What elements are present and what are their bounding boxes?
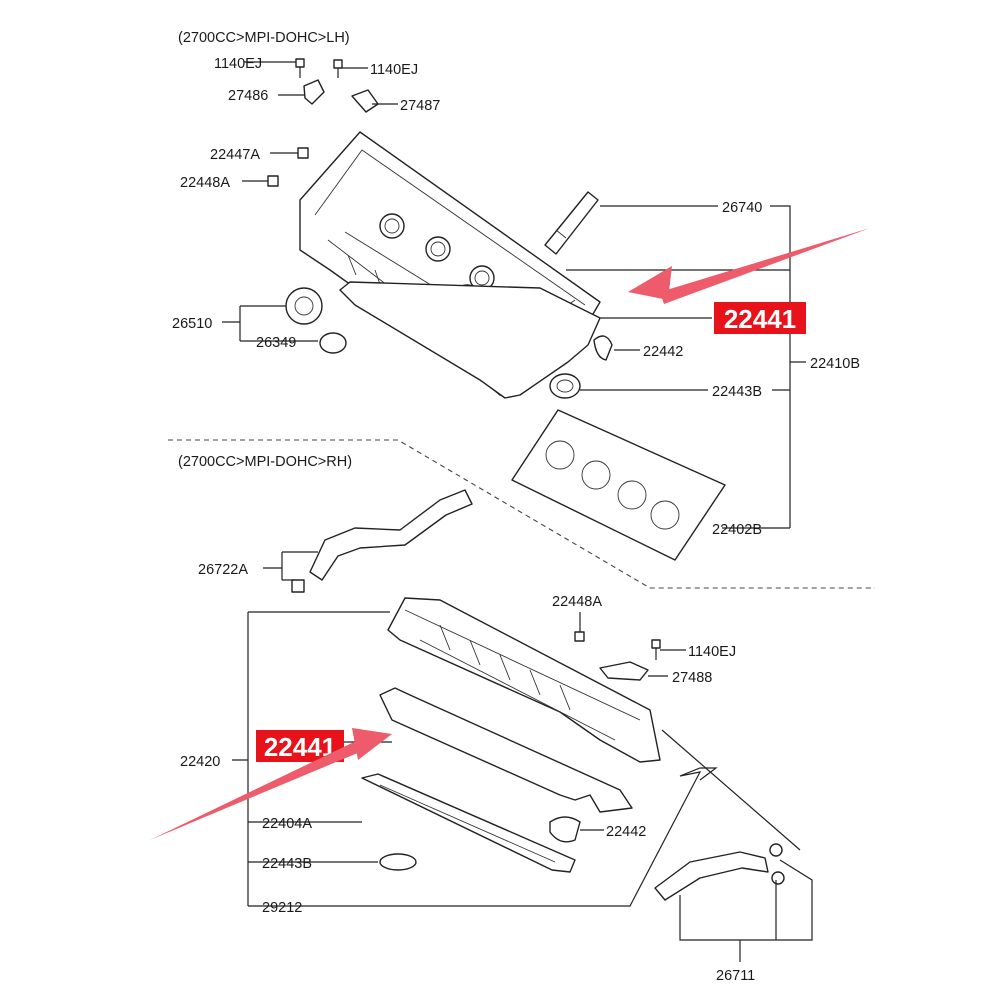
bracket-26510: [222, 305, 318, 342]
bolt-1140EJ-b: [333, 59, 343, 78]
bolt-1140EJ-a: [295, 58, 305, 78]
lh-rocker-gasket: [339, 281, 601, 399]
half-moon-seal-22442-rh: [549, 816, 581, 843]
label-22420: 22420: [180, 754, 220, 770]
pointer-arrow-top: [628, 228, 870, 304]
oil-cap-seal-26349: [319, 332, 347, 354]
label-27488: 27488: [672, 670, 712, 686]
rh-section-heading: (2700CC>MPI-DOHC>RH): [178, 454, 352, 470]
label-22404A: 22404A: [262, 816, 312, 832]
label-22448A-lh: 22448A: [180, 175, 230, 191]
label-22448A-rh: 22448A: [552, 594, 602, 610]
section-divider: [168, 439, 875, 589]
label-29212: 29212: [262, 900, 302, 916]
label-22442-lh: 22442: [643, 344, 683, 360]
label-1140EJ-a: 1140EJ: [214, 56, 262, 72]
highlight-22441-top: 22441: [714, 302, 806, 334]
label-1140EJ-rh: 1140EJ: [688, 644, 736, 660]
label-26740: 26740: [722, 200, 762, 216]
label-26711: 26711: [716, 968, 755, 984]
oil-filler-cap-26510: [285, 287, 323, 325]
bracket-26711: [661, 729, 813, 962]
spark-plug-seal-22443B-rh: [379, 853, 417, 871]
label-22442-rh: 22442: [606, 824, 646, 840]
label-26349: 26349: [256, 335, 296, 351]
label-27486: 27486: [228, 88, 268, 104]
spark-plug-gasket-22404A: [361, 773, 576, 873]
rh-rocker-gasket: [379, 687, 633, 813]
label-1140EJ-b: 1140EJ: [370, 62, 418, 78]
lh-section-heading: (2700CC>MPI-DOHC>LH): [178, 30, 350, 46]
spark-plug-seal-22443B-lh: [549, 373, 581, 399]
pointer-arrow-bottom: [150, 728, 392, 840]
bolt-22447A: [297, 147, 309, 159]
highlight-22441-top-text: 22441: [724, 304, 796, 334]
label-22443B-rh: 22443B: [262, 856, 312, 872]
bracket-27486: [303, 79, 325, 105]
bracket-27487: [351, 89, 379, 113]
label-22443B-lh: 22443B: [712, 384, 762, 400]
label-26722A: 26722A: [198, 562, 248, 578]
bracket-22410B: [770, 205, 806, 528]
bolt-22448A-lh: [267, 175, 279, 187]
bolt-22448A-rh: [574, 631, 585, 642]
bracket-26722A: [281, 551, 318, 581]
pcv-hose-26711: [654, 843, 785, 901]
label-22402B: 22402B: [712, 522, 762, 538]
bolt-1140EJ-rh: [651, 639, 661, 660]
label-22410B: 22410B: [810, 356, 860, 372]
breather-hose-26722A: [291, 489, 473, 593]
bracket-22420: [232, 611, 718, 907]
spark-plug-gasket-22402B: [511, 409, 726, 561]
pcv-valve-26740: [544, 191, 599, 255]
label-22447A: 22447A: [210, 147, 260, 163]
label-26510: 26510: [172, 316, 212, 332]
rh-rocker-cover: [387, 597, 661, 763]
bracket-27488: [599, 661, 649, 681]
label-27487: 27487: [400, 98, 440, 114]
half-moon-seal-22442-lh: [593, 335, 613, 361]
